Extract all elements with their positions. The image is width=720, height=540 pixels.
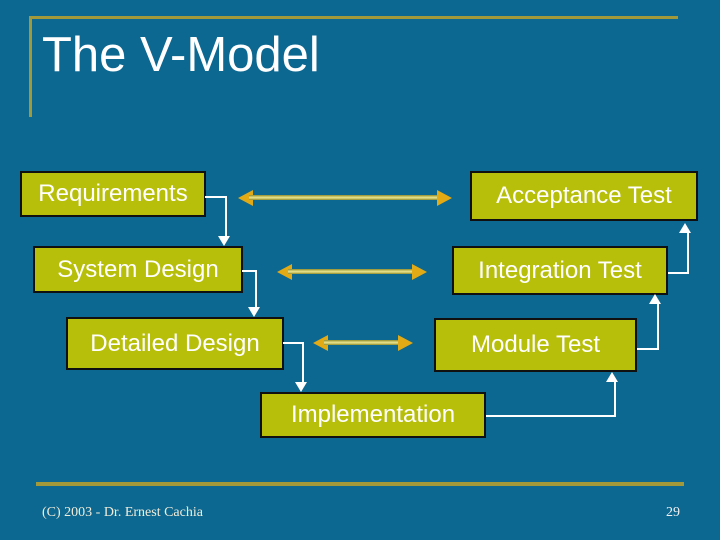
flow-arrowhead-down-icon xyxy=(248,307,260,317)
flow-connector-detaileddesign-to-implementation xyxy=(283,342,304,384)
arrowhead-right-icon xyxy=(437,190,452,206)
trace-arrow-requirements-acceptance xyxy=(238,190,452,206)
title-accent-rule-top xyxy=(30,16,678,19)
arrow-shaft xyxy=(249,195,441,200)
box-requirements: Requirements xyxy=(20,171,206,217)
box-implementation: Implementation xyxy=(260,392,486,438)
slide-title: The V-Model xyxy=(42,28,320,82)
title-accent-rule-left xyxy=(29,16,32,117)
trace-arrow-detaileddesign-module xyxy=(313,335,413,351)
flow-arrowhead-up-icon xyxy=(606,372,618,382)
arrowhead-right-icon xyxy=(398,335,413,351)
arrow-shaft xyxy=(288,269,416,274)
box-system-design: System Design xyxy=(33,246,243,293)
arrowhead-left-icon xyxy=(313,335,328,351)
box-module-test: Module Test xyxy=(434,318,637,372)
flow-connector-requirements-to-systemdesign xyxy=(205,196,227,238)
footer-copyright: (C) 2003 - Dr. Ernest Cachia xyxy=(42,505,203,520)
arrowhead-left-icon xyxy=(238,190,253,206)
flow-arrowhead-down-icon xyxy=(295,382,307,392)
box-detailed-design: Detailed Design xyxy=(66,317,284,370)
box-integration-test: Integration Test xyxy=(452,246,668,295)
box-acceptance-test: Acceptance Test xyxy=(470,171,698,221)
footer-page-number: 29 xyxy=(666,505,680,520)
trace-arrow-systemdesign-integration xyxy=(277,264,427,280)
footer-accent-rule xyxy=(36,482,684,486)
arrowhead-right-icon xyxy=(412,264,427,280)
flow-connector-integrationtest-to-acceptancetest xyxy=(668,233,689,274)
flow-arrowhead-up-icon xyxy=(679,223,691,233)
flow-arrowhead-down-icon xyxy=(218,236,230,246)
flow-connector-implementation-to-moduletest xyxy=(486,382,616,417)
flow-connector-moduletest-to-integrationtest xyxy=(637,304,659,350)
flow-arrowhead-up-icon xyxy=(649,294,661,304)
arrow-shaft xyxy=(324,340,402,345)
arrowhead-left-icon xyxy=(277,264,292,280)
flow-connector-systemdesign-to-detaileddesign xyxy=(242,270,257,310)
